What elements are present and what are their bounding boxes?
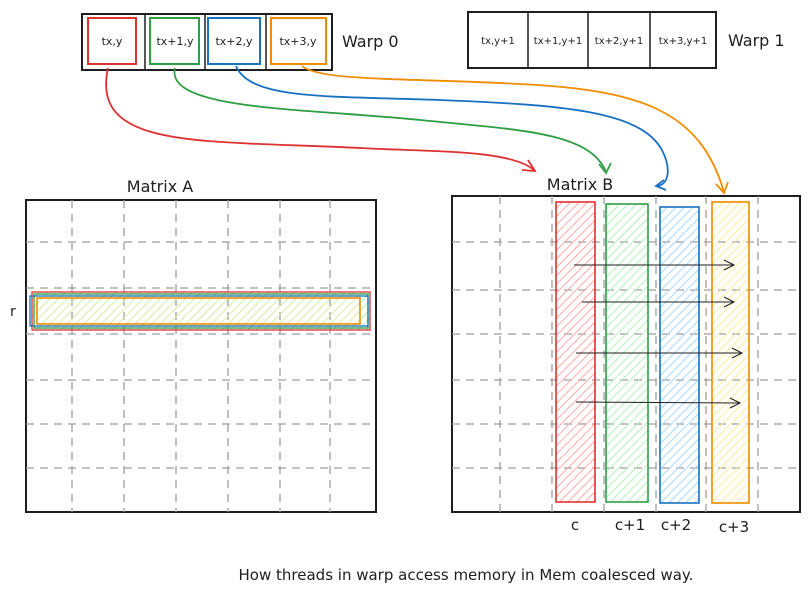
warp1-thread-2-label: tx+2,y+1 [595, 36, 643, 47]
warp1-frame [467, 11, 717, 69]
matrix-b-row-arrows [574, 259, 744, 409]
warp0-thread-2-label: tx+2,y [215, 35, 253, 48]
matrix-b-column-label-c3: c+3 [719, 518, 749, 536]
warp1-thread-1-label: tx+1,y+1 [534, 36, 582, 47]
arrow-head-thread3 [715, 181, 729, 195]
matrix-b-title: Matrix B [547, 175, 613, 194]
matrix-b-column-c2 [659, 206, 700, 504]
row-arrow-1-head [723, 259, 736, 271]
matrix-b: Matrix B c c+1 c+2 c+3 [451, 175, 801, 536]
warp0-thread-0-box [87, 17, 137, 65]
thread-to-column-arrows [105, 65, 729, 195]
row-arrow-4-head [729, 397, 742, 409]
matrix-a-row-blue [29, 295, 369, 327]
warp0-thread-3-box [270, 17, 327, 65]
warp1-group: tx,y+1 tx+1,y+1 tx+2,y+1 tx+3,y+1 Warp 1 [467, 11, 785, 69]
arrow-thread1 [173, 67, 607, 173]
arrow-head-thread1 [598, 162, 612, 175]
warp1-thread-0-label: tx,y+1 [481, 36, 515, 47]
matrix-a-title: Matrix A [127, 177, 193, 196]
matrix-a-grid [26, 200, 376, 512]
warp0-thread-1-box [149, 17, 200, 65]
matrix-a: Matrix A r [10, 177, 377, 513]
caption: How threads in warp access memory in Mem… [239, 566, 694, 584]
warp1-label: Warp 1 [728, 31, 785, 50]
arrow-thread2 [235, 65, 669, 187]
matrix-b-frame [451, 195, 801, 513]
warp0-frame [81, 13, 333, 71]
arrow-head-thread0 [521, 159, 537, 173]
matrix-b-column-label-c: c [571, 516, 579, 534]
matrix-a-row-orange [36, 297, 361, 325]
arrow-thread0 [105, 67, 535, 171]
matrix-b-column-label-c2: c+2 [661, 516, 691, 534]
warp0-thread-3-label: tx+3,y [279, 35, 317, 48]
matrix-a-row-label: r [10, 304, 16, 320]
matrix-a-frame [25, 199, 377, 513]
arrow-thread3 [301, 65, 725, 193]
row-arrow-2-head [723, 296, 736, 308]
warp0-thread-2-box [207, 17, 261, 65]
row-arrow-3-head [731, 347, 744, 359]
warp0-label: Warp 0 [342, 32, 399, 51]
arrow-head-thread2 [654, 179, 667, 191]
warp0-thread-0-label: tx,y [102, 35, 123, 48]
matrix-b-column-label-c1: c+1 [615, 516, 645, 534]
warp0-group: tx,y tx+1,y tx+2,y tx+3,y Warp 0 [81, 13, 399, 71]
warp1-thread-3-label: tx+3,y+1 [659, 36, 707, 47]
row-arrow-4 [575, 401, 741, 404]
warp0-thread-1-label: tx+1,y [156, 35, 194, 48]
matrix-b-column-c [555, 201, 596, 503]
